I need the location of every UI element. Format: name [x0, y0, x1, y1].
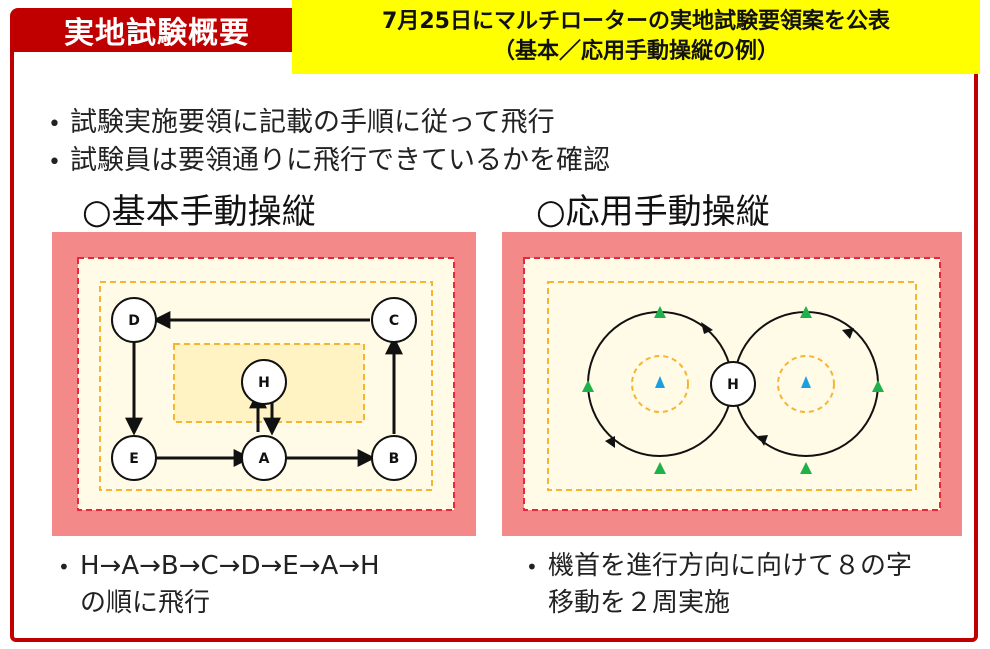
bullet-dot-icon: •: [48, 150, 61, 175]
point-d-label: D: [128, 313, 140, 329]
section-tab: 実地試験概要: [10, 8, 304, 52]
marker-bottom-left-icon: [654, 462, 666, 474]
point-h-label: H: [727, 377, 739, 393]
applied-note-line-1: •機首を進行方向に向けて８の字: [526, 548, 912, 585]
bullet-text: 試験実施要領に記載の手順に従って飛行: [70, 107, 555, 138]
left-center-marker-icon: [655, 376, 665, 388]
bullet-item: • 試験実施要領に記載の手順に従って飛行: [48, 100, 555, 139]
applied-note-line-2: 移動を２周実施: [548, 588, 731, 618]
right-center-marker-icon: [801, 376, 811, 388]
point-a: A: [241, 435, 287, 481]
basic-note-line-1: •H→A→B→C→D→E→A→H: [58, 548, 380, 585]
point-c-label: C: [389, 313, 399, 329]
marker-top-right-icon: [800, 306, 812, 318]
bullet-item: • 試験員は要領通りに飛行できているかを確認: [48, 138, 610, 177]
point-d: D: [111, 297, 157, 343]
point-b: B: [371, 435, 417, 481]
marker-right-icon: [872, 380, 884, 392]
point-e: E: [111, 435, 157, 481]
applied-section-title: ○応用手動操縦: [536, 192, 770, 232]
course-boundary: [547, 281, 917, 491]
section-tab-label: 実地試験概要: [64, 16, 250, 51]
bullet-dot-icon: •: [58, 555, 70, 579]
bullet-dot-icon: •: [526, 555, 538, 579]
left-target-zone: [631, 355, 689, 413]
point-h: H: [241, 359, 287, 405]
marker-left-icon: [582, 380, 594, 392]
point-c: C: [371, 297, 417, 343]
basic-note-line-2: の順に飛行: [80, 588, 211, 618]
banner-line-2: （基本／応用手動操縦の例）: [492, 39, 779, 64]
course-boundary: [99, 281, 433, 491]
basic-section-title: ○基本手動操縦: [82, 192, 316, 232]
applied-course-diagram: H: [502, 232, 962, 536]
point-h-label: H: [258, 375, 270, 391]
basic-course-diagram: D C H E A B: [52, 232, 476, 536]
direction-arrow-icon: [758, 435, 768, 446]
bullet-text: 試験員は要領通りに飛行できているかを確認: [70, 145, 610, 176]
headline-banner: 7月25日にマルチローターの実地試験要領案を公表 （基本／応用手動操縦の例）: [292, 0, 980, 74]
right-target-zone: [777, 355, 835, 413]
direction-arrow-icon: [605, 436, 615, 448]
direction-arrow-icon: [842, 328, 854, 339]
applied-note: •機首を進行方向に向けて８の字 移動を２周実施: [526, 548, 912, 621]
banner-line-1: 7月25日にマルチローターの実地試験要領案を公表: [382, 9, 890, 34]
direction-arrow-icon: [701, 322, 713, 334]
point-a-label: A: [259, 451, 270, 467]
point-h: H: [710, 361, 756, 407]
point-e-label: E: [129, 451, 139, 467]
bullet-dot-icon: •: [48, 112, 61, 137]
marker-bottom-right-icon: [800, 462, 812, 474]
basic-note: •H→A→B→C→D→E→A→H の順に飛行: [58, 548, 380, 621]
marker-top-left-icon: [654, 306, 666, 318]
point-b-label: B: [389, 451, 400, 467]
